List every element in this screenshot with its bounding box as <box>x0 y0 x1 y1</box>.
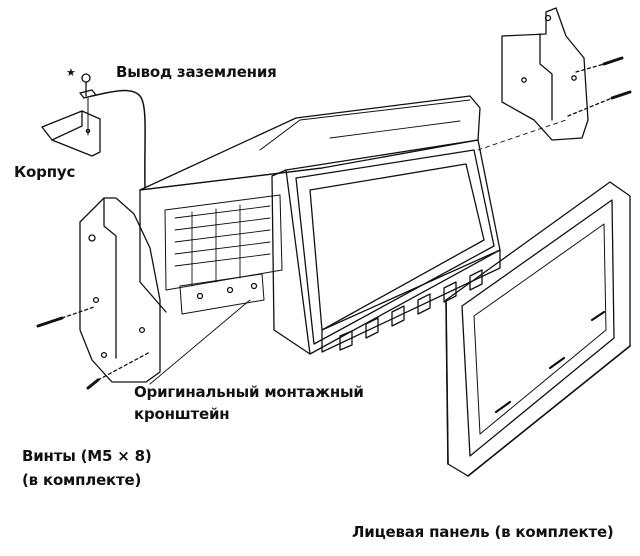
label-front-panel: Лицевая панель (в комплекте) <box>352 523 614 541</box>
left-mounting-bracket <box>79 197 161 383</box>
head-unit-chassis <box>139 95 481 315</box>
front-trim-panel <box>445 181 631 477</box>
label-screws-line2: (в комплекте) <box>22 471 142 489</box>
label-body: Корпус <box>14 163 76 181</box>
star-mark: ★ <box>66 66 76 79</box>
left-screws <box>36 306 151 390</box>
label-original-bracket-line1: Оригинальный монтажный <box>134 383 364 401</box>
label-ground-lead: Вывод заземления <box>116 63 277 81</box>
label-original-bracket-line2: кронштейн <box>134 405 230 423</box>
right-screws <box>477 56 632 151</box>
right-mounting-bracket <box>501 7 589 141</box>
label-screws-line1: Винты (M5 × 8) <box>22 447 152 465</box>
ground-lead-wire <box>79 73 146 189</box>
bracket-leader-line <box>149 299 251 385</box>
car-body-sheet <box>41 97 101 157</box>
display-face <box>271 139 501 355</box>
